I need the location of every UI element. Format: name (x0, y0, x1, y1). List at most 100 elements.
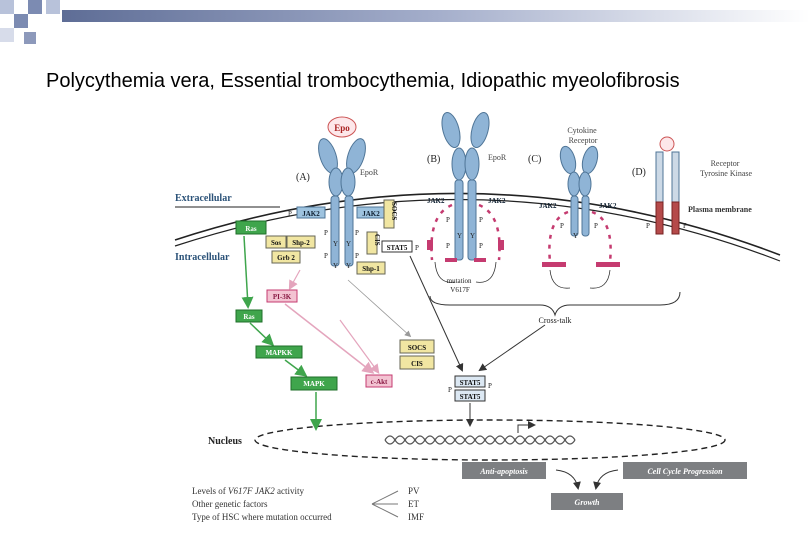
phosphotyrosines-b: P P Y Y P P (446, 216, 483, 250)
label-extracellular: Extracellular (175, 193, 232, 204)
svg-text:P: P (324, 252, 328, 260)
jak2-b-domains (427, 240, 504, 262)
epo-ligand: Epo (327, 116, 357, 138)
svg-text:Y: Y (333, 262, 338, 270)
label-receptor-tyrosine-kinase: Receptor Tyrosine Kinase (700, 159, 753, 178)
svg-text:JAK2: JAK2 (488, 197, 506, 205)
ras-box (235, 309, 263, 323)
svg-text:SOCS: SOCS (390, 202, 398, 220)
shp1-box (356, 261, 386, 275)
jak2-c-arcs (548, 210, 612, 263)
label-intracellular: Intracellular (175, 252, 230, 263)
arrow-pi3k-to-akt (284, 303, 375, 374)
arrow-signal-to-pi3k (288, 269, 301, 291)
cross-talk-brace (429, 291, 681, 317)
arrow-shp-to-akt (339, 319, 380, 374)
socs-vertical-box (383, 199, 395, 229)
svg-text:P: P (446, 242, 450, 250)
dna-strand-2 (384, 435, 576, 445)
legend-pv: PV (408, 486, 420, 496)
grb2-box (271, 250, 301, 264)
svg-text:STAT5: STAT5 (387, 244, 408, 252)
svg-text:Y: Y (346, 262, 351, 270)
cytokine-receptor-c (559, 145, 599, 237)
svg-text:Y: Y (573, 232, 578, 240)
svg-text:Grb 2: Grb 2 (277, 254, 295, 262)
arrow-stat5-a-to-stat5 (409, 255, 464, 372)
arrow-a-to-socs (347, 279, 412, 338)
auto-activation-arrows-c (549, 269, 611, 289)
panel-label-c: (C) (528, 154, 541, 165)
svg-text:JAK2: JAK2 (599, 202, 617, 210)
svg-text:STAT5: STAT5 (460, 379, 481, 387)
svg-text:Anti-apoptosis: Anti-apoptosis (479, 467, 528, 476)
nucleus-envelope (254, 419, 726, 461)
svg-text:Epo: Epo (334, 123, 350, 133)
svg-text:STAT5: STAT5 (460, 393, 481, 401)
auto-activation-arrows-b (434, 261, 497, 283)
shp2-box (286, 235, 316, 249)
mapkk-box (255, 345, 303, 359)
sos-box (265, 235, 287, 249)
gf-ligand (659, 136, 675, 152)
svg-text:PI-3K: PI-3K (273, 293, 292, 301)
svg-text:Ras: Ras (245, 225, 257, 233)
label-cytokine-receptor: Cytokine Receptor (567, 126, 598, 145)
stat5-a-box (381, 240, 413, 253)
svg-text:P: P (448, 386, 452, 394)
svg-text:JAK2: JAK2 (302, 210, 320, 218)
jak2-b-mutant-arcs (430, 203, 501, 261)
mutation-label: mutation V617F (447, 277, 474, 294)
socs-box (399, 339, 435, 354)
svg-text:Ras: Ras (243, 313, 255, 321)
svg-text:JAK2: JAK2 (427, 197, 445, 205)
svg-text:Shp-2: Shp-2 (292, 239, 310, 247)
svg-text:P: P (355, 229, 359, 237)
corner-decoration (0, 0, 80, 48)
svg-text:Y: Y (457, 232, 462, 240)
label-nucleus: Nucleus (208, 436, 242, 447)
svg-text:Y: Y (346, 240, 351, 248)
jak2-left-a (296, 206, 326, 219)
pi3k-box (266, 289, 298, 303)
svg-text:P: P (446, 216, 450, 224)
svg-text:P: P (355, 252, 359, 260)
svg-text:P: P (683, 222, 687, 230)
header-bar (62, 10, 810, 22)
svg-text:Growth: Growth (575, 498, 600, 507)
cis-vertical-box (366, 231, 378, 255)
svg-text:P: P (479, 216, 483, 224)
svg-text:P: P (594, 222, 598, 230)
jak2-c-domains (542, 262, 620, 267)
arrow-anti-apoptosis-to-growth (555, 469, 581, 490)
legend-factor-2: Other genetic factors (192, 499, 268, 509)
cis-box (399, 355, 435, 370)
legend-imf: IMF (408, 512, 424, 522)
cell-cycle-box (623, 462, 747, 479)
svg-text:Y: Y (333, 240, 338, 248)
svg-text:c-Akt: c-Akt (371, 378, 388, 386)
slide-title: Polycythemia vera, Essential trombocythe… (46, 70, 680, 92)
c-akt-box (365, 374, 393, 388)
svg-text:P: P (288, 210, 292, 218)
ras-top-box (235, 220, 267, 235)
svg-text:P: P (646, 222, 650, 230)
legend-et: ET (408, 499, 419, 509)
svg-text:P: P (560, 222, 564, 230)
receptor-tyrosine-kinase-d (655, 151, 680, 235)
arrow-ras-top-to-ras (241, 235, 254, 309)
svg-text:SOCS: SOCS (408, 344, 426, 352)
stat5-bottom-box (454, 389, 486, 402)
mapk-box (290, 376, 338, 391)
svg-text:Shp-1: Shp-1 (362, 265, 380, 273)
legend-factor-1: Levels of V617F JAK2 activity (192, 486, 304, 496)
svg-text:P: P (324, 229, 328, 237)
panel-label-d: (D) (632, 167, 646, 178)
plasma-membrane-outer (174, 192, 781, 256)
svg-text:P: P (415, 244, 419, 252)
label-plasma-membrane: Plasma membrane (688, 205, 752, 214)
growth-box (551, 493, 623, 510)
cross-talk-label: Cross-talk (539, 316, 572, 325)
arrow-ras-to-mapkk (249, 322, 275, 347)
